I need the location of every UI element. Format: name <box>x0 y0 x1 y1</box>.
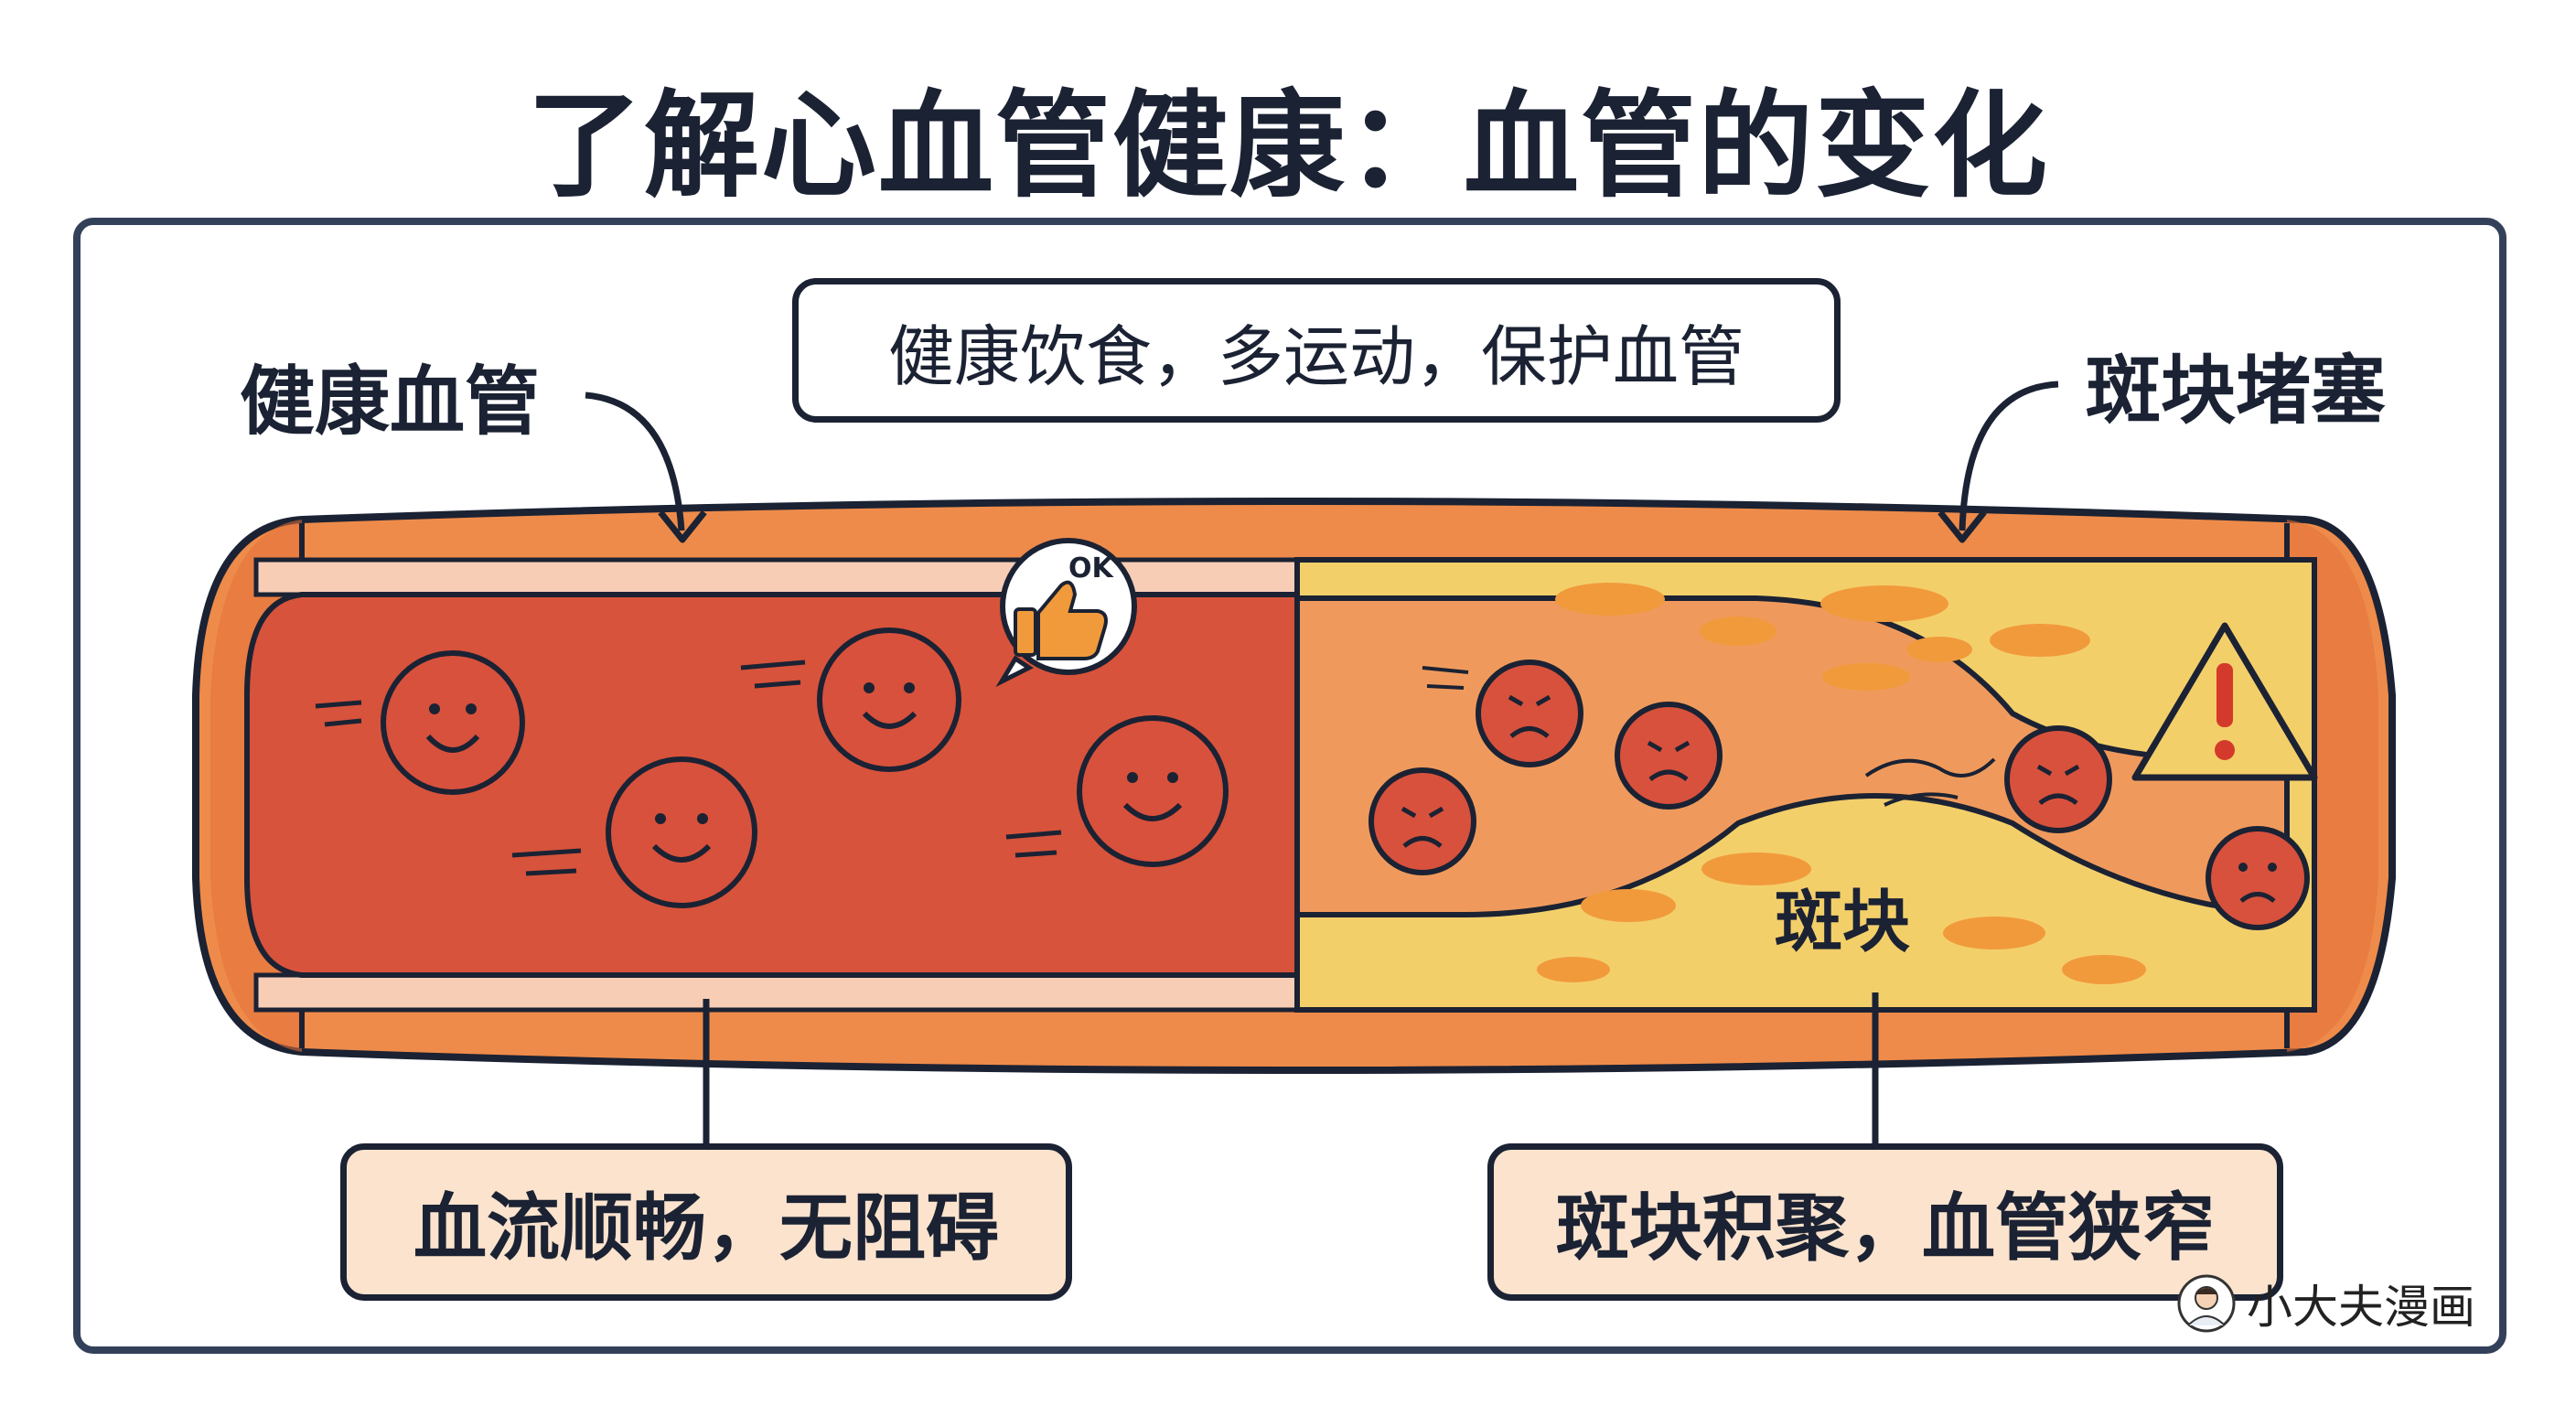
plaque-spot <box>1581 889 1676 922</box>
healthy-flow-text: 血流顺畅，无阻碍 <box>413 1185 999 1271</box>
narrowed-vessel-callout: 斑块积聚，血管狭窄 <box>1487 1143 2283 1301</box>
page-title: 了解心血管健康：血管的变化 <box>527 79 2049 213</box>
red-cell-sad <box>2206 826 2310 930</box>
inner-lining-top <box>253 557 1302 597</box>
distressed-red-blood-cells <box>1368 660 2310 930</box>
plaque-spot <box>1537 957 1610 982</box>
arrow-down-icon <box>1959 381 2059 531</box>
thumbs-up-icon <box>1014 580 1108 660</box>
plaque-spot <box>1822 663 1910 691</box>
healthy-flow-callout: 血流顺畅，无阻碍 <box>340 1143 1072 1301</box>
red-cell-happy <box>1005 715 1229 867</box>
watermark: 小大夫漫画 <box>2177 1271 2475 1335</box>
inner-lining-bottom <box>253 972 1302 1013</box>
plaque-blockage-label: 斑块堵塞 <box>2086 348 2387 434</box>
watermark-text: 小大夫漫画 <box>2247 1281 2475 1334</box>
arrow-down-icon <box>585 391 685 531</box>
plaque-spot <box>1943 917 2045 949</box>
plaque-spot <box>1990 624 2090 657</box>
plaque-spot <box>1906 637 1972 662</box>
plaque-spot <box>1701 853 1811 885</box>
red-cell-sad <box>1422 660 1583 767</box>
plaque-spot <box>2062 955 2146 984</box>
red-cell-happy <box>511 756 757 908</box>
healthy-red-blood-cells <box>315 627 1229 908</box>
ok-thumbs-up-badge <box>995 538 1137 688</box>
ok-badge-text: OK <box>1068 552 1113 585</box>
red-cell-sad <box>2004 725 2112 833</box>
plaque-spot <box>1820 585 1948 622</box>
plaque-label: 斑块 <box>1775 883 1910 961</box>
red-cell-sad <box>1615 702 1723 810</box>
health-tip-bubble: 健康饮食，多运动，保护血管 <box>792 278 1841 423</box>
warning-icon <box>2131 622 2318 781</box>
red-cell-sad <box>1368 767 1476 875</box>
red-cell-happy <box>740 627 961 772</box>
plaque-spot <box>1555 583 1665 616</box>
plaque-spot <box>1700 617 1776 646</box>
narrowed-vessel-text: 斑块积聚，血管狭窄 <box>1556 1185 2215 1271</box>
red-cell-happy <box>315 650 525 795</box>
health-tip-text: 健康饮食，多运动，保护血管 <box>887 317 1744 395</box>
healthy-vessel-label: 健康血管 <box>240 359 541 445</box>
doctor-avatar-icon <box>2177 1274 2236 1333</box>
